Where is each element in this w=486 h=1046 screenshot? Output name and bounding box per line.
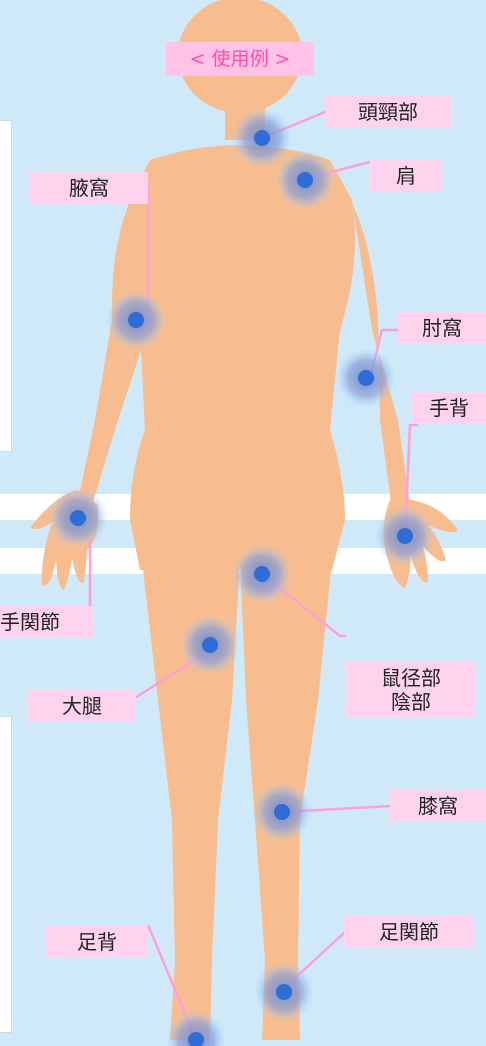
label-foot: 足背: [46, 926, 148, 958]
marker-elbow: [336, 348, 396, 408]
label-elbow: 肘窩: [398, 312, 486, 344]
marker-neck: [232, 108, 292, 168]
label-neck: 頭頸部: [325, 96, 451, 128]
marker-armpit: [106, 290, 166, 350]
marker-thigh: [180, 615, 240, 675]
label-wrist: 手関節: [0, 606, 94, 638]
diagram-title: < 使用例 >: [166, 42, 314, 76]
label-shoulder: 肩: [370, 160, 442, 192]
marker-groin: [232, 544, 292, 604]
label-groin-line1: 鼠径部: [356, 666, 466, 690]
marker-shoulder: [275, 150, 335, 210]
marker-ankle: [254, 962, 314, 1022]
label-thigh: 大腿: [28, 690, 136, 722]
label-hand-back: 手背: [412, 392, 486, 424]
marker-knee: [252, 782, 312, 842]
label-ankle: 足関節: [344, 916, 474, 948]
marker-wrist: [48, 488, 108, 548]
label-armpit: 腋窩: [30, 172, 148, 204]
marker-hand-back: [375, 506, 435, 566]
label-knee: 膝窩: [390, 790, 486, 822]
label-groin: 鼠径部 陰部: [346, 662, 476, 718]
label-groin-line2: 陰部: [356, 690, 466, 714]
